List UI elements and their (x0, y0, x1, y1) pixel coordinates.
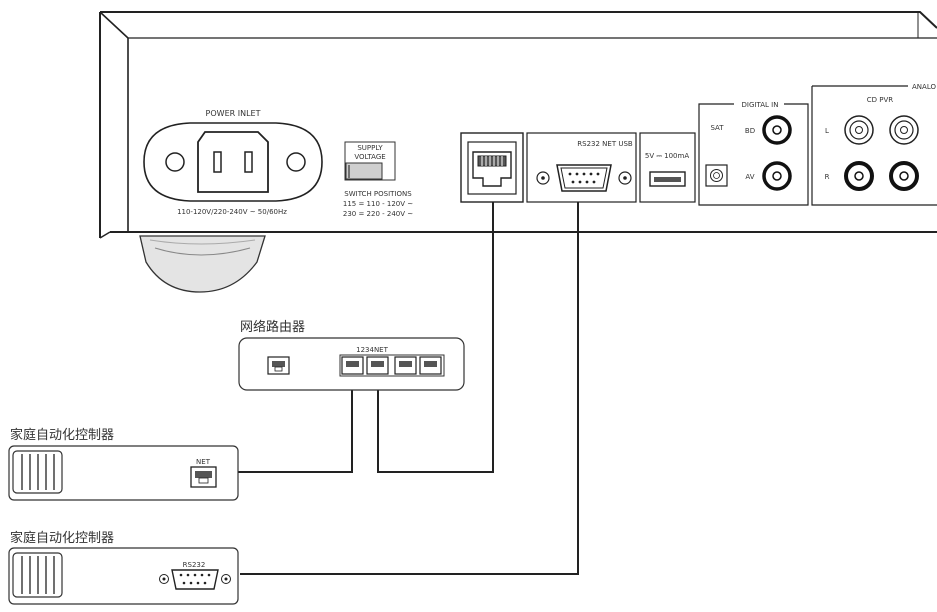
power-inlet-label: POWER INLET (206, 109, 261, 118)
device-rear-panel: POWER INLET 110-120V/220-240V ~ 50/60Hz … (99, 11, 937, 293)
router-ports-label: 1234NET (356, 346, 388, 354)
supply-label: SUPPLY (357, 144, 383, 152)
voltage-label: VOLTAGE (354, 153, 385, 161)
cables (220, 202, 579, 575)
control-ports-header: RS232 NET USB (577, 140, 633, 148)
right-channel-label: R (825, 173, 830, 181)
rs232-port-label: RS232 (183, 561, 206, 569)
cable-router-to-net-controller (220, 372, 353, 473)
router-title: 网络路由器 (240, 319, 305, 335)
iec-pin-left (213, 151, 222, 173)
network-router: 网络路由器 1234NET (238, 319, 465, 391)
screw-hole-right (286, 152, 306, 172)
router-lan-port-3 (394, 356, 417, 375)
home-automation-controller-rs232: 家庭自动化控制器 RS232 (8, 530, 239, 605)
router-lan-port-4 (419, 356, 442, 375)
net-controller-grille (12, 450, 63, 494)
router-lan-port-2 (366, 356, 389, 375)
device-foot (139, 235, 266, 293)
device-usb-port: 5V ⎓ 100mA (639, 132, 696, 203)
device-rs232-port (526, 132, 637, 203)
rs232-controller-grille (12, 552, 63, 598)
switch-115-label: 115 = 110 - 120V ~ (343, 200, 413, 208)
cable-device-net-to-router (377, 202, 494, 473)
digital-in-panel: DIGITAL IN SAT BD AV (698, 100, 809, 206)
screw-hole-left (165, 152, 185, 172)
power-rating-label: 110-120V/220-240V ~ 50/60Hz (177, 208, 287, 216)
device-net-port (460, 132, 524, 203)
rs232-controller-title: 家庭自动化控制器 (10, 530, 114, 546)
net-controller-port (190, 466, 217, 488)
router-uplink-port (267, 356, 290, 375)
switch-230-label: 230 = 220 - 240V ~ (343, 210, 413, 218)
net-port-label: NET (196, 458, 211, 466)
cd-pvr-label: CD PVR (867, 96, 894, 104)
sat-label: SAT (710, 124, 724, 132)
analog-label: ANALO (912, 83, 936, 91)
power-inlet: POWER INLET 110-120V/220-240V ~ 50/60Hz (143, 109, 323, 216)
home-automation-controller-net: 家庭自动化控制器 NET (8, 427, 239, 501)
voltage-selector (345, 162, 383, 180)
iec-pin-right (244, 151, 253, 173)
net-controller-title: 家庭自动化控制器 (10, 427, 114, 443)
av-label: AV (745, 173, 754, 181)
switch-positions-title: SWITCH POSITIONS (344, 190, 412, 198)
cable-rs232-to-controller (240, 202, 579, 575)
digital-in-label: DIGITAL IN (742, 101, 779, 109)
left-channel-label: L (825, 127, 829, 135)
supply-voltage-switch: SUPPLY VOLTAGE SWITCH POSITIONS 115 = 11… (343, 141, 413, 218)
bd-label: BD (745, 127, 755, 135)
analog-panel: ANALO CD PVR L R (811, 82, 937, 206)
rs232-controller-port (159, 569, 231, 590)
router-lan-port-1 (341, 356, 364, 375)
usb-rating-label: 5V ⎓ 100mA (645, 152, 689, 160)
